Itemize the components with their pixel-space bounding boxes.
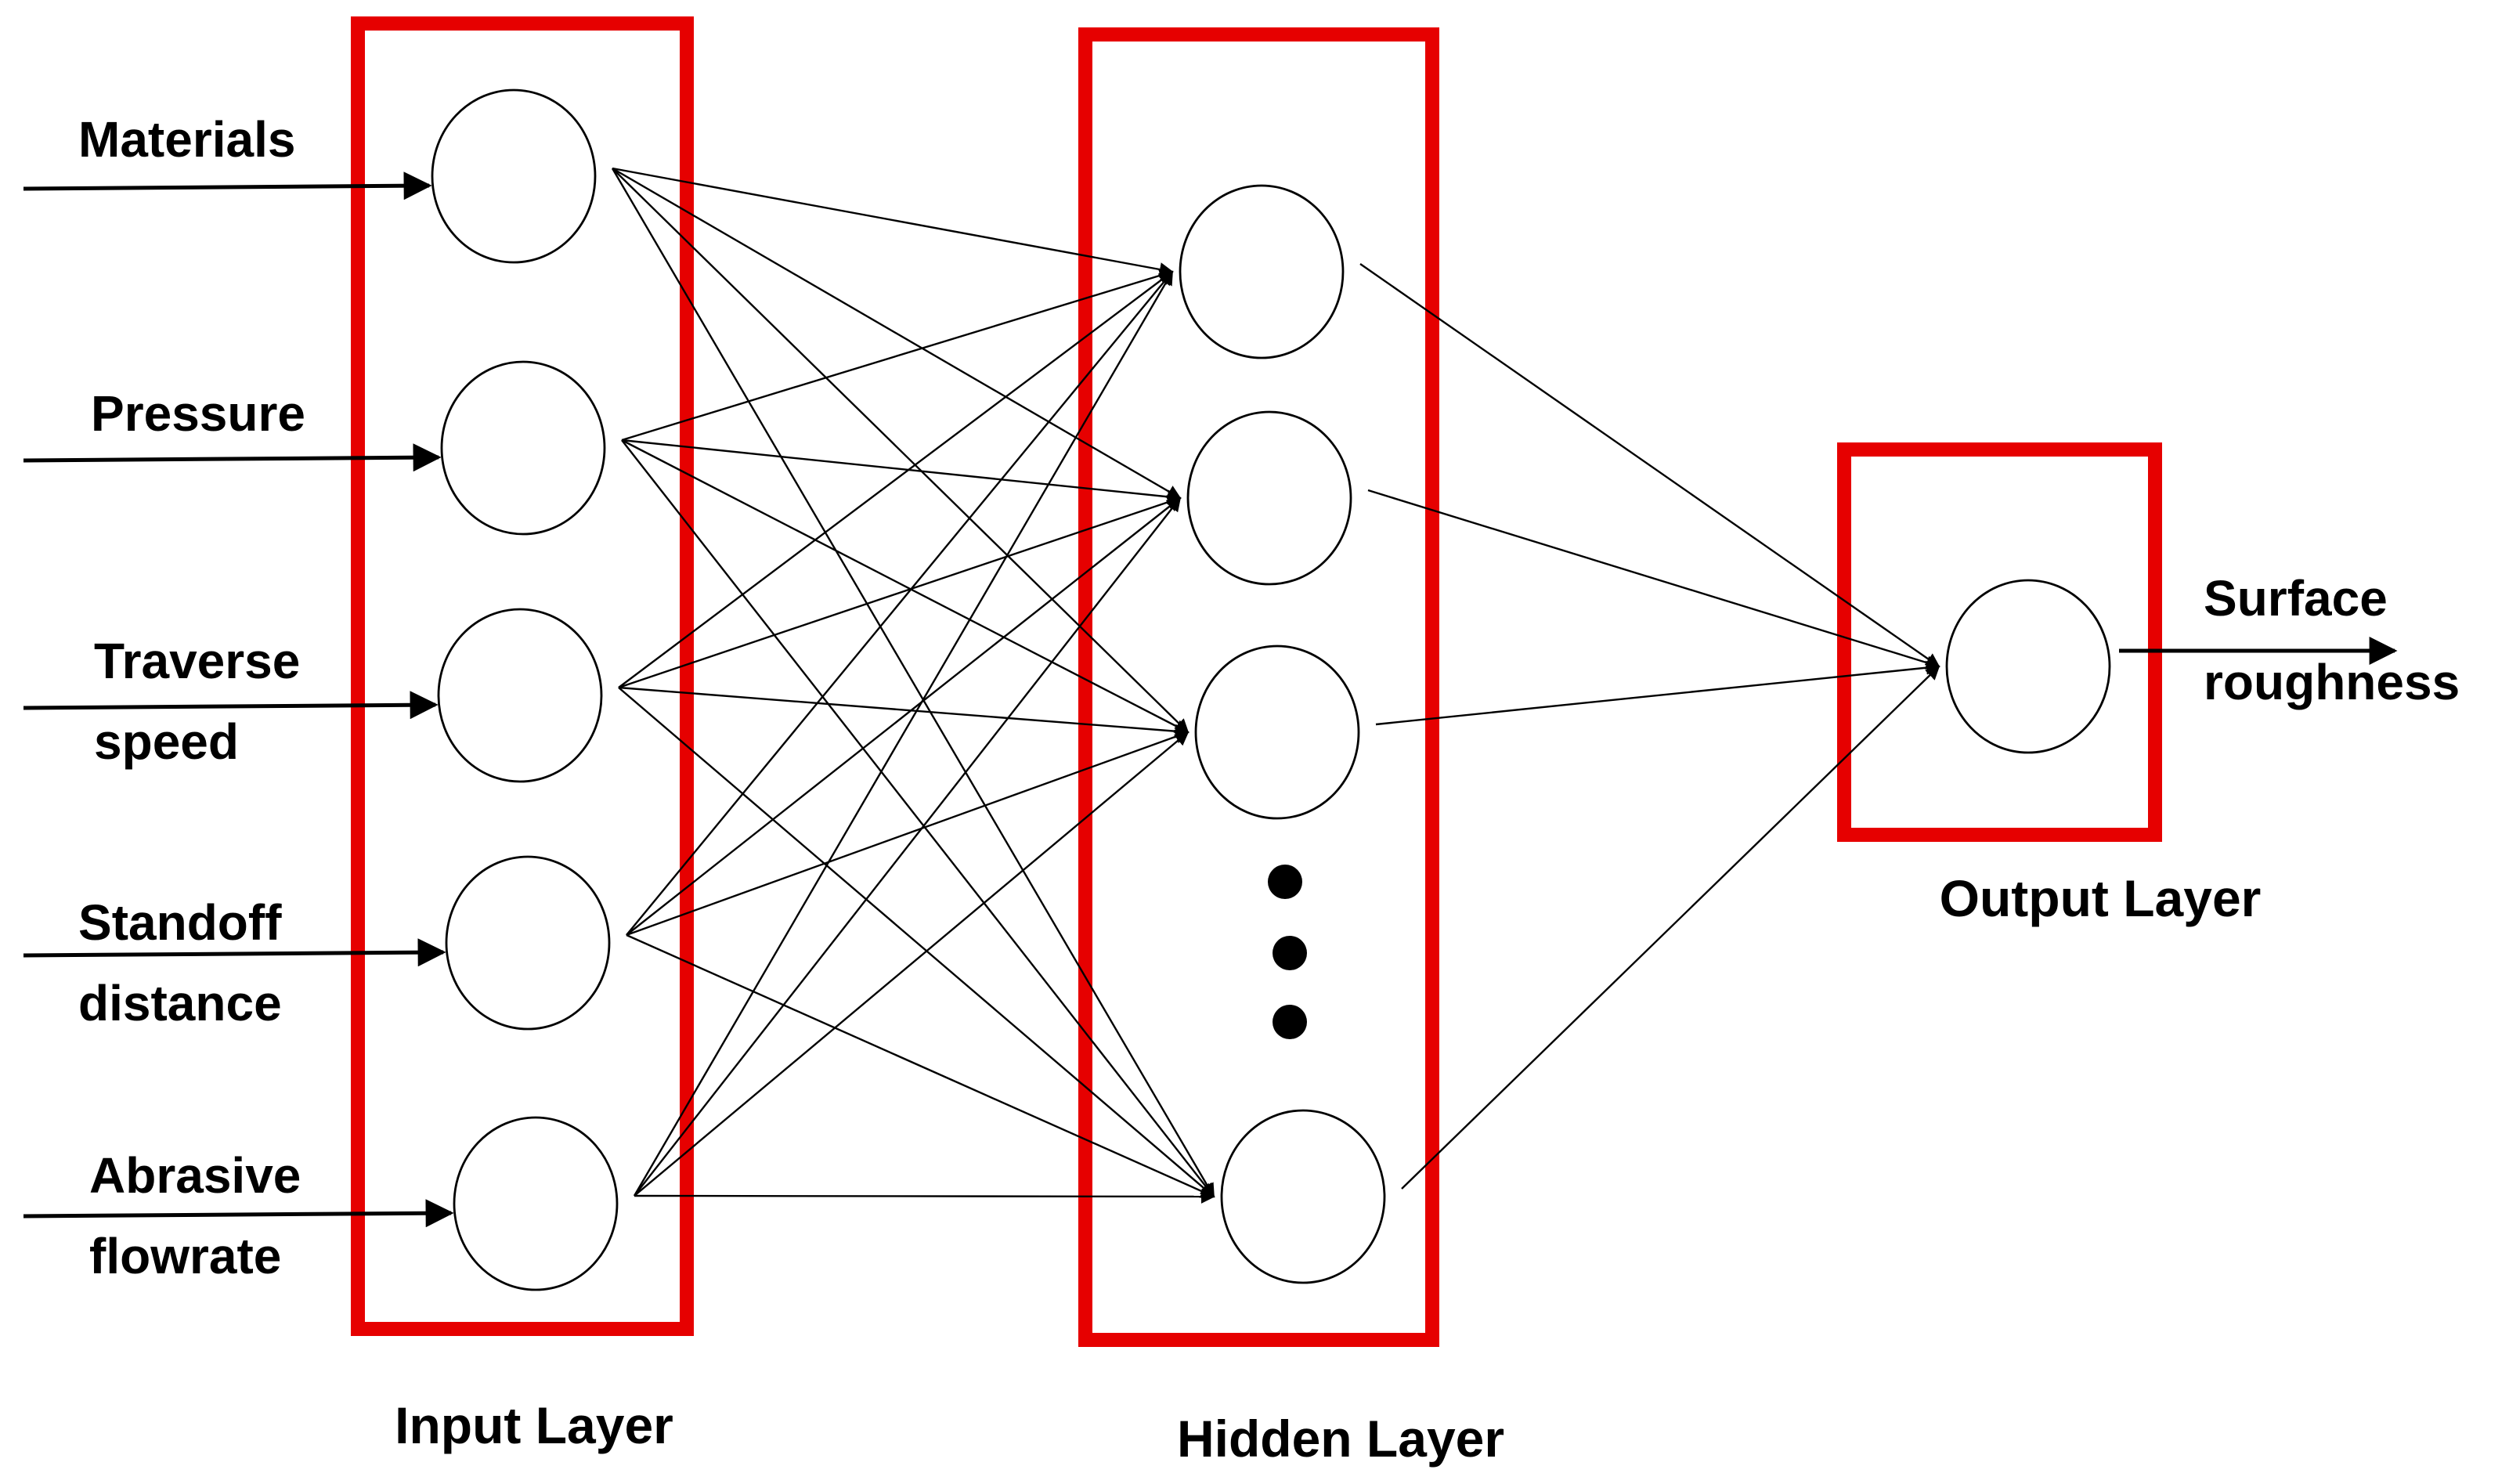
- hidden-nodes: [1179, 184, 1386, 1284]
- input-hidden-connection: [626, 496, 1182, 936]
- label-line: Pressure: [91, 385, 305, 442]
- hidden-output-connection: [1401, 665, 1940, 1190]
- input-hidden-connection: [634, 731, 1190, 1197]
- input-hidden-connection: [612, 167, 1174, 276]
- input-node: [437, 608, 603, 783]
- hidden-layer-title: Hidden Layer: [1177, 1410, 1504, 1468]
- output-layer-box: [1837, 442, 2162, 842]
- input-feed-arrow: [23, 691, 439, 720]
- input-hidden-connection: [618, 495, 1182, 689]
- ellipsis-dot: [1268, 865, 1302, 899]
- label-line: Traverse: [94, 633, 300, 689]
- input-feed-arrow: [23, 443, 442, 472]
- input-layer-box: [351, 16, 694, 1336]
- input-label-traverse-speed: Traverse speed: [94, 633, 314, 770]
- input-label-pressure: Pressure: [91, 385, 305, 442]
- input-hidden-connection: [618, 687, 1215, 1198]
- label-line: Materials: [78, 111, 295, 168]
- input-label-materials: Materials: [78, 111, 295, 168]
- input-node: [453, 1116, 619, 1291]
- label-line: Standoff: [78, 894, 282, 951]
- output-label-surface-roughness: Surface roughness: [2204, 570, 2460, 710]
- output-node: [1945, 579, 2111, 754]
- input-node: [445, 855, 611, 1031]
- hidden-node: [1186, 410, 1352, 586]
- input-hidden-connection: [618, 270, 1174, 688]
- input-hidden-connection: [621, 439, 1182, 504]
- label-line: roughness: [2204, 654, 2460, 710]
- input-hidden-connection: [611, 168, 1215, 1198]
- input-hidden-connection: [612, 168, 1190, 734]
- input-feed-arrow: [23, 938, 446, 967]
- input-label-abrasive-flowrate: Abrasive flowrate: [89, 1147, 315, 1284]
- input-hidden-connection: [626, 270, 1174, 936]
- input-hidden-connection: [626, 933, 1215, 1198]
- hidden-node: [1220, 1109, 1386, 1284]
- input-hidden-connection: [633, 270, 1174, 1197]
- input-hidden-connection: [621, 439, 1215, 1198]
- hidden-output-connection: [1367, 489, 1940, 670]
- hidden-node: [1179, 184, 1345, 359]
- input-hidden-connection: [634, 1189, 1215, 1204]
- input-feed-arrow: [23, 172, 432, 200]
- ellipsis-dot: [1273, 1005, 1307, 1039]
- connections: [611, 167, 1940, 1204]
- label-line: Surface: [2204, 570, 2388, 626]
- input-layer-title: Input Layer: [395, 1396, 673, 1454]
- input-hidden-connection: [618, 686, 1190, 738]
- hidden-ellipsis: [1268, 865, 1307, 1039]
- ellipsis-dot: [1273, 936, 1307, 970]
- output-layer-title: Output Layer: [1940, 869, 2262, 927]
- hidden-output-connection: [1359, 263, 1940, 668]
- input-hidden-connection: [621, 439, 1190, 734]
- input-hidden-connection: [612, 167, 1182, 500]
- label-line: speed: [94, 713, 239, 770]
- label-line: distance: [78, 975, 282, 1031]
- output-nodes: [1945, 579, 2111, 754]
- input-feed-arrow: [23, 1199, 454, 1228]
- input-hidden-connection: [626, 730, 1190, 937]
- input-node: [440, 360, 606, 536]
- input-nodes: [431, 88, 619, 1291]
- input-hidden-connection: [621, 269, 1174, 442]
- label-line: Abrasive: [89, 1147, 301, 1204]
- hidden-layer-box: [1078, 27, 1439, 1347]
- input-hidden-connection: [634, 496, 1182, 1197]
- hidden-output-connection: [1375, 660, 1940, 726]
- input-feed-arrows: [23, 172, 454, 1228]
- label-line: flowrate: [89, 1228, 281, 1284]
- input-label-standoff-distance: Standoff distance: [78, 894, 295, 1031]
- hidden-node: [1194, 645, 1360, 820]
- input-node: [431, 88, 597, 264]
